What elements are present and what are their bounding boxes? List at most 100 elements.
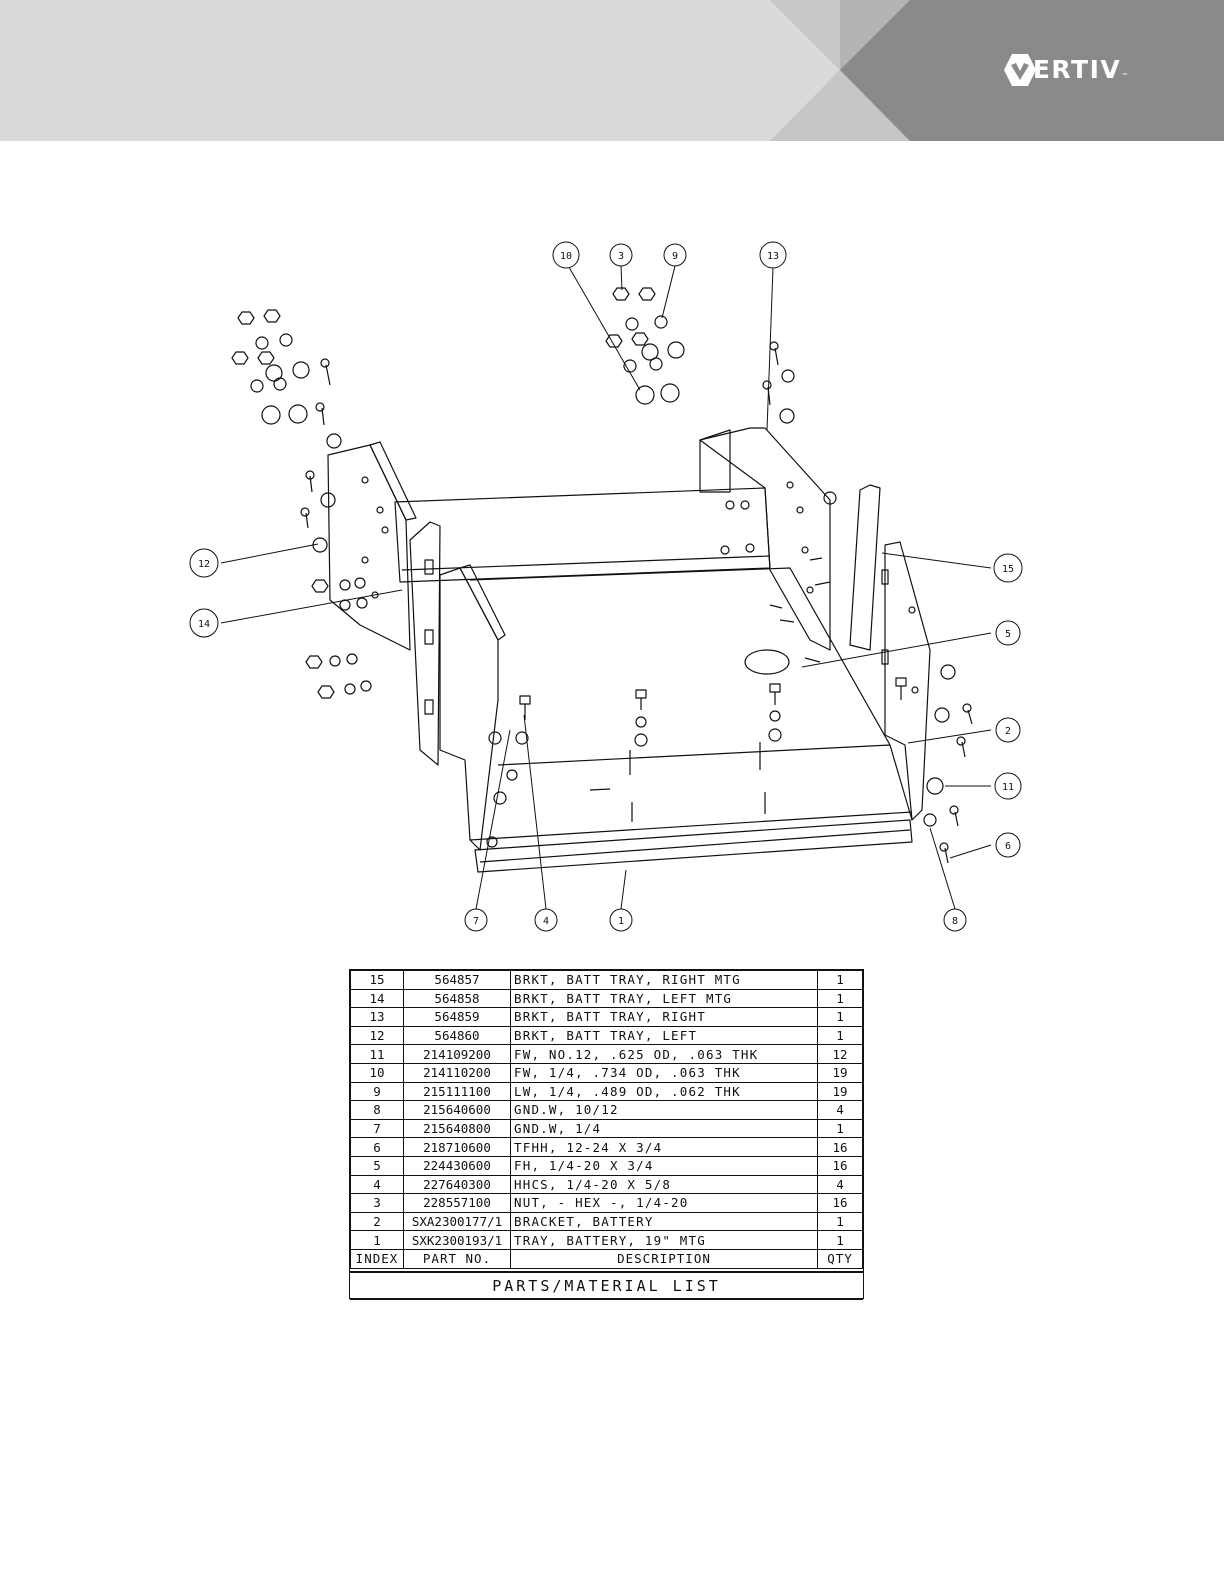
callout-label: 14	[198, 619, 210, 630]
callout-label: 15	[1002, 564, 1014, 575]
cell-index: 1	[350, 1230, 404, 1250]
callout-13	[759, 241, 787, 269]
callout-12	[189, 548, 219, 578]
cell-qty: 1	[817, 1211, 863, 1232]
cell-desc: HHCS, 1/4-20 X 5/8	[510, 1174, 818, 1195]
callout-1	[609, 908, 633, 932]
cell-desc: LW, 1/4, .489 OD, .062 THK	[510, 1081, 818, 1102]
back-panel	[394, 487, 771, 583]
cell-index: 7	[350, 1118, 404, 1139]
cell-desc: BRACKET, BATTERY	[510, 1211, 818, 1232]
cell-qty: 1	[817, 1007, 863, 1027]
callout-numbers: 10 3 9 13 12 14 15 5 2 11 6 7 4 1 8	[198, 251, 1014, 927]
cell-desc: BRKT, BATT TRAY, RIGHT	[510, 1007, 818, 1027]
cell-qty: 4	[817, 1100, 863, 1120]
cell-qty: 16	[817, 1193, 863, 1213]
callout-8	[943, 908, 967, 932]
hardware-lower-left	[305, 577, 372, 699]
cell-index: 6	[350, 1137, 404, 1157]
cell-part: 564858	[403, 988, 511, 1009]
hardware-right	[762, 341, 973, 864]
callout-10	[552, 241, 580, 269]
callout-11	[994, 772, 1022, 800]
cell-desc: TFHH, 12-24 X 3/4	[510, 1137, 818, 1157]
cell-desc: GND.W, 10/12	[510, 1100, 818, 1120]
cell-desc: BRKT, BATT TRAY, LEFT	[510, 1025, 818, 1046]
cell-desc: NUT, - HEX -, 1/4-20	[510, 1193, 818, 1213]
cell-qty: 12	[817, 1044, 863, 1064]
callout-label: 10	[560, 251, 572, 262]
callout-3	[609, 243, 633, 267]
parts-table-header: INDEX PART NO. DESCRIPTION QTY	[350, 1248, 863, 1269]
callout-label: 6	[1005, 841, 1011, 852]
callout-label: 11	[1002, 782, 1014, 793]
cell-part: 215640800	[403, 1118, 511, 1139]
parts-list-title: PARTS/MATERIAL LIST	[350, 1270, 863, 1300]
cell-part: 215111100	[403, 1081, 511, 1102]
cell-index: 9	[350, 1081, 404, 1102]
cell-desc: FW, NO.12, .625 OD, .063 THK	[510, 1044, 818, 1064]
trademark: ™	[1121, 72, 1129, 80]
cell-index: 13	[350, 1007, 404, 1027]
cell-part: 215640600	[403, 1100, 511, 1120]
cell-qty: 19	[817, 1081, 863, 1102]
callout-label: 9	[672, 251, 678, 262]
left-bracket	[327, 441, 417, 651]
cell-index: 5	[350, 1155, 404, 1176]
callout-label: 2	[1005, 726, 1011, 737]
cell-desc: TRAY, BATTERY, 19" MTG	[510, 1230, 818, 1250]
header-index: INDEX	[350, 1248, 404, 1269]
callout-label: 13	[767, 251, 779, 262]
cell-part: 228557100	[403, 1193, 511, 1213]
cell-index: 10	[350, 1062, 404, 1083]
header-description: DESCRIPTION	[510, 1248, 818, 1269]
cell-desc: FW, 1/4, .734 OD, .063 THK	[510, 1062, 818, 1083]
callout-label: 4	[543, 916, 549, 927]
cell-qty: 1	[817, 970, 863, 990]
cell-part: 564857	[403, 970, 511, 990]
callout-15	[993, 553, 1023, 583]
cell-qty: 1	[817, 1118, 863, 1139]
cell-part: 564859	[403, 1007, 511, 1027]
callout-label: 12	[198, 559, 210, 570]
cell-part: 214110200	[403, 1062, 511, 1083]
cell-part: 224430600	[403, 1155, 511, 1176]
cell-qty: 4	[817, 1174, 863, 1195]
cell-index: 2	[350, 1211, 404, 1232]
cell-desc: BRKT, BATT TRAY, RIGHT MTG	[510, 970, 818, 990]
callout-label: 8	[952, 916, 958, 927]
callout-label: 1	[618, 916, 624, 927]
hardware-top-center	[605, 287, 685, 405]
cell-part: 214109200	[403, 1044, 511, 1064]
callout-5	[995, 620, 1021, 646]
tray-floor	[469, 567, 913, 873]
cell-index: 8	[350, 1100, 404, 1120]
cell-qty: 1	[817, 988, 863, 1009]
cell-desc: FH, 1/4-20 X 3/4	[510, 1155, 818, 1176]
cell-index: 12	[350, 1025, 404, 1046]
leader-lines	[220, 261, 992, 910]
callout-6	[995, 832, 1021, 858]
right-mtg-bracket	[849, 484, 931, 821]
callout-label: 5	[1005, 629, 1011, 640]
header-graphic	[770, 0, 1224, 141]
cell-part: 227640300	[403, 1174, 511, 1195]
header-qty: QTY	[817, 1248, 863, 1269]
cell-part: SXK2300193/1	[403, 1230, 511, 1250]
callout-7	[464, 908, 488, 932]
cell-qty: 16	[817, 1155, 863, 1176]
callout-2	[995, 717, 1021, 743]
cell-index: 14	[350, 988, 404, 1009]
